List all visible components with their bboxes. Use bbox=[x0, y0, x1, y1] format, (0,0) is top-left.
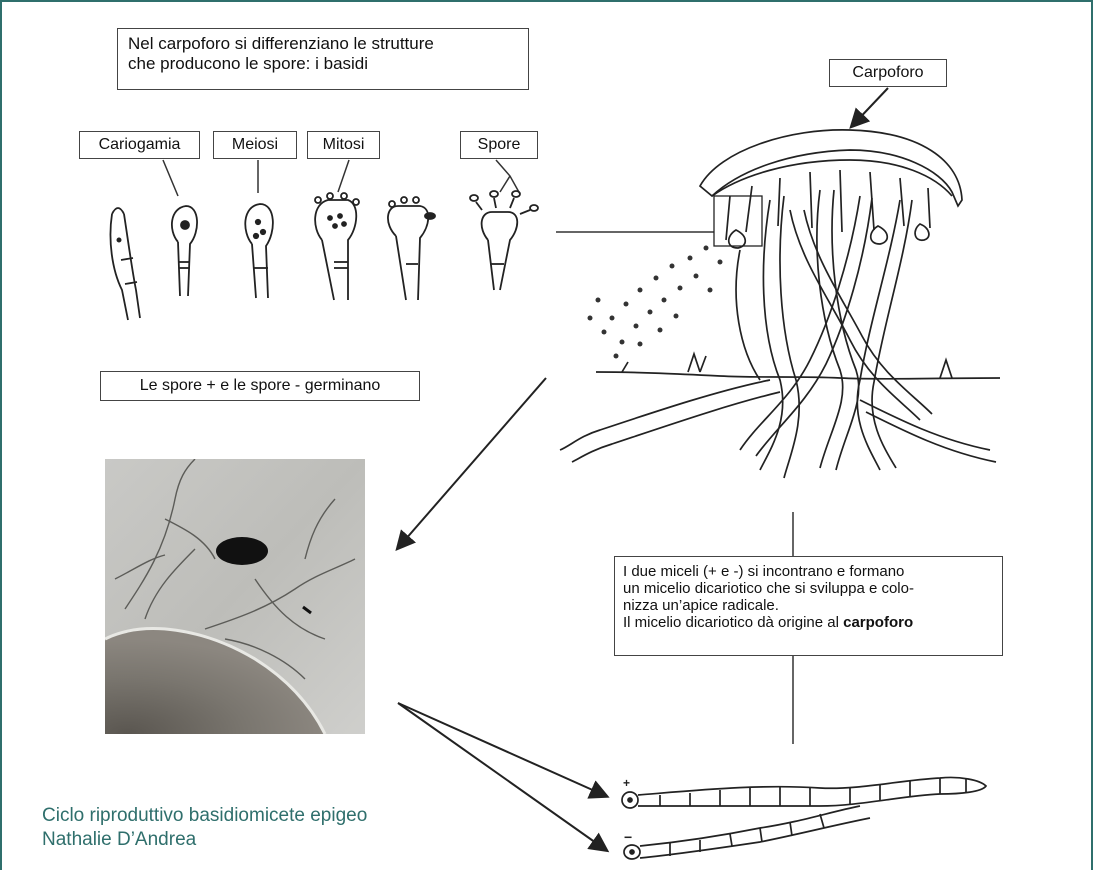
info-line-4-text: Il micelio dicariotico dà origine al bbox=[623, 614, 843, 631]
minus-sign: − bbox=[624, 829, 632, 845]
micrograph-render bbox=[105, 459, 365, 734]
label-carpoforo: Carpoforo bbox=[829, 59, 947, 87]
intro-line-2: che producono le spore: i basidi bbox=[128, 54, 518, 74]
info-box: I due miceli (+ e -) si incontrano e for… bbox=[614, 556, 1003, 656]
label-meiosi: Meiosi bbox=[213, 131, 297, 159]
label-connectors bbox=[163, 160, 520, 196]
info-line-4-bold: carpoforo bbox=[843, 614, 913, 631]
info-line-3: nizza un’apice radicale. bbox=[623, 597, 994, 614]
basidium-spores bbox=[470, 191, 538, 290]
carpoforo-arrow bbox=[852, 88, 888, 126]
basidium-meiosi-1 bbox=[172, 206, 197, 296]
mycelium-plus bbox=[622, 777, 986, 808]
basidium-spore-formation bbox=[388, 197, 435, 300]
basidium-cariogamia bbox=[110, 208, 140, 320]
info-line-4: Il micelio dicariotico dà origine al car… bbox=[623, 614, 994, 631]
basidium-mitosi bbox=[315, 193, 359, 300]
label-spore: Spore bbox=[460, 131, 538, 159]
label-cariogamia: Cariogamia bbox=[79, 131, 200, 159]
caption-author: Nathalie D’Andrea bbox=[42, 828, 367, 852]
caption-title: Ciclo riproduttivo basidiomicete epigeo bbox=[42, 804, 367, 828]
caption: Ciclo riproduttivo basidiomicete epigeo … bbox=[42, 804, 367, 852]
arrow-to-mycelium-minus bbox=[398, 703, 606, 850]
arrow-to-mycelium-plus bbox=[398, 703, 606, 796]
germination-arrow bbox=[398, 378, 546, 548]
micrograph-photo bbox=[105, 459, 365, 734]
intro-line-1: Nel carpoforo si differenziano le strutt… bbox=[128, 34, 518, 54]
info-line-1: I due miceli (+ e -) si incontrano e for… bbox=[623, 563, 994, 580]
info-line-2: un micelio dicariotico che si sviluppa e… bbox=[623, 580, 994, 597]
scattered-spores bbox=[588, 246, 723, 359]
basidium-meiosi-2 bbox=[245, 204, 273, 298]
intro-box: Nel carpoforo si differenziano le strutt… bbox=[117, 28, 529, 90]
label-mitosi: Mitosi bbox=[307, 131, 380, 159]
germination-box: Le spore + e le spore - germinano bbox=[100, 371, 420, 401]
plus-sign: + bbox=[623, 776, 630, 790]
mycelium-minus bbox=[624, 806, 870, 859]
